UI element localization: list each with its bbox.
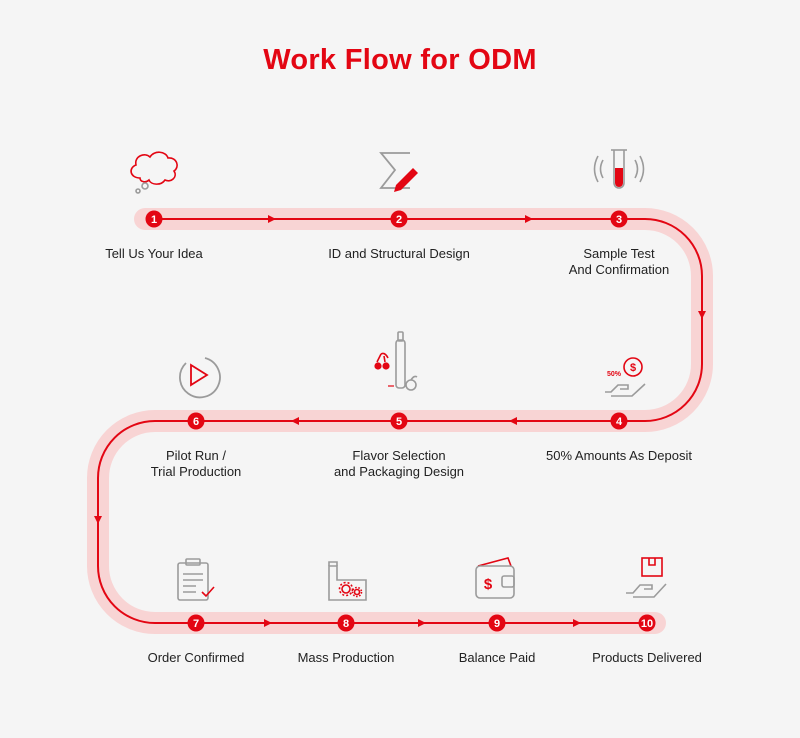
step-5-number: 5: [396, 416, 402, 428]
step-3-number: 3: [616, 214, 622, 226]
step-10-number: 10: [641, 618, 653, 630]
arrow-right-icon: [525, 215, 533, 223]
test-tube-icon: [593, 149, 645, 189]
hand-package-icon: [626, 557, 667, 598]
vape-fruit-icon: [374, 331, 418, 391]
step-7-number: 7: [193, 618, 199, 630]
dollar-sign: $: [630, 362, 636, 374]
dollar-sign: $: [484, 576, 493, 593]
step-4-number: 4: [616, 416, 623, 428]
arrow-left-icon: [291, 417, 299, 425]
step-3-label: Sample Test And Confirmation: [568, 246, 670, 277]
step-9-label: Balance Paid: [458, 650, 536, 665]
step-1-node: [145, 210, 163, 228]
arrow-down-icon: [698, 311, 706, 319]
step-10-label: Products Delivered: [592, 650, 702, 665]
step-6-label: Pilot Run / Trial Production: [150, 448, 242, 479]
step-2-label: ID and Structural Design: [328, 246, 470, 261]
step-8-label: Mass Production: [297, 650, 395, 665]
clipboard-check-icon: [177, 558, 215, 601]
arrow-down-icon: [94, 516, 102, 524]
step-2-node: [390, 210, 408, 228]
step-2-number: 2: [396, 214, 402, 226]
step-8-node: [337, 614, 355, 632]
factory-gears-icon: [328, 561, 367, 601]
step-5-node: [390, 412, 408, 430]
step-7-label: Order Confirmed: [147, 650, 245, 665]
step-3-node: [610, 210, 628, 228]
step-9-node: [488, 614, 506, 632]
step-9-number: 9: [494, 618, 500, 630]
thought-cloud-icon: [130, 151, 178, 194]
step-1-label: Tell Us Your Idea: [105, 246, 203, 261]
step-4-node: [610, 412, 628, 430]
step-10-node: [638, 614, 656, 632]
arrow-right-icon: [418, 619, 426, 627]
wallet-dollar-icon: $: [475, 557, 515, 599]
arrow-right-icon: [573, 619, 581, 627]
step-4-label: 50% Amounts As Deposit: [546, 448, 692, 463]
arrow-left-icon: [509, 417, 517, 425]
sigma-pencil-icon: [379, 152, 418, 192]
hand-coin-icon: $ 50%: [605, 357, 646, 397]
page-title: Work Flow for ODM: [263, 44, 537, 76]
step-1-number: 1: [151, 214, 157, 226]
step-7-node: [187, 614, 205, 632]
flow-arrows: [94, 215, 706, 627]
step-5-label: Flavor Selection and Packaging Design: [333, 448, 465, 479]
step-8-number: 8: [343, 618, 349, 630]
play-circle-icon: [179, 357, 221, 399]
arrow-right-icon: [268, 215, 276, 223]
step-6-node: [187, 412, 205, 430]
step-6-number: 6: [193, 416, 199, 428]
deposit-percent-label: 50%: [607, 371, 622, 378]
arrow-right-icon: [264, 619, 272, 627]
